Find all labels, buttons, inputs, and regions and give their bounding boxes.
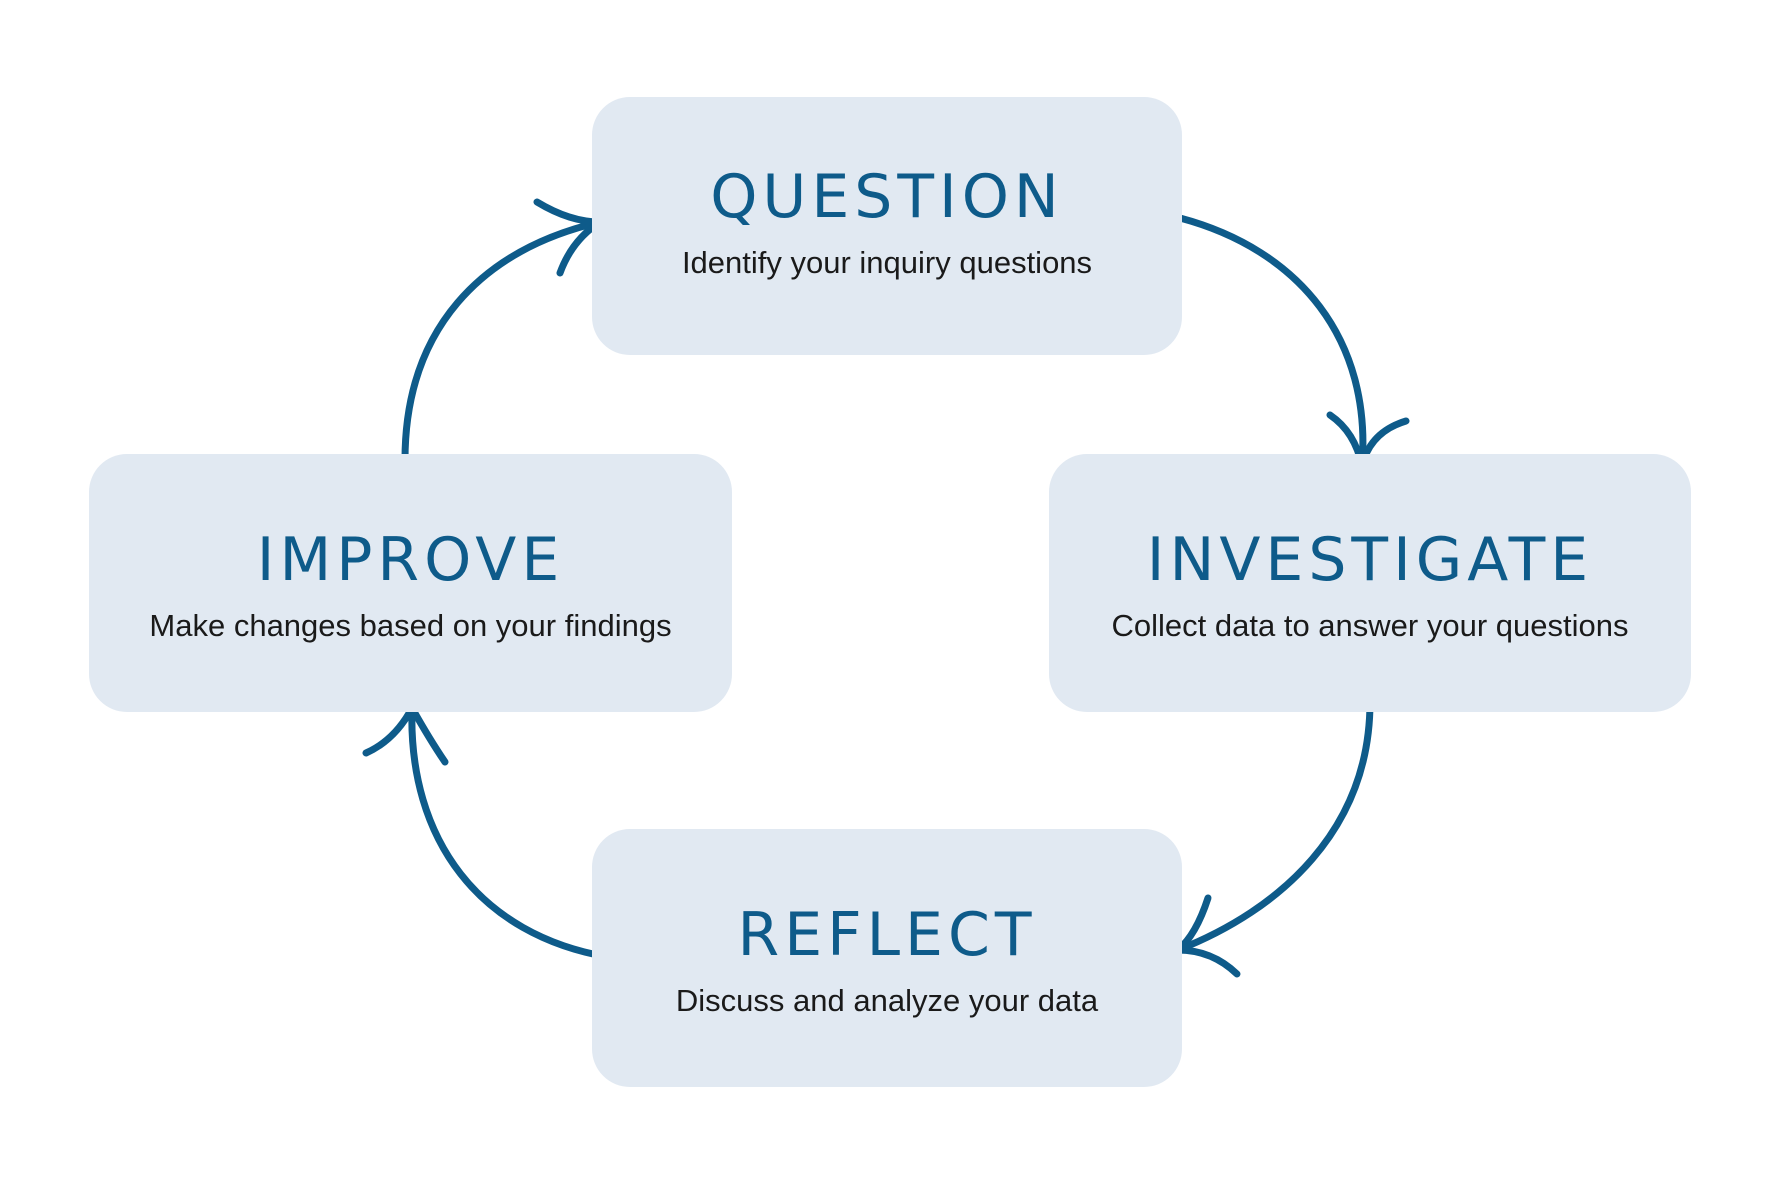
stage-description: Collect data to answer your questions (1111, 608, 1629, 643)
stage-investigate: INVESTIGATE Collect data to answer your … (1049, 454, 1691, 712)
arrow-shaft (1176, 214, 1367, 470)
stage-description: Make changes based on your findings (149, 608, 672, 643)
stage-description: Discuss and analyze your data (675, 983, 1099, 1018)
arrow-shaft (401, 218, 604, 464)
stage-question: QUESTION Identify your inquiry questions (592, 97, 1182, 355)
arrow-shaft (1174, 698, 1374, 954)
stage-title: REFLECT (737, 900, 1037, 970)
arrow-shaft (408, 704, 612, 961)
arrowhead-icon (362, 704, 449, 766)
stage-title: INVESTIGATE (1146, 525, 1594, 595)
stage-reflect: REFLECT Discuss and analyze your data (592, 829, 1182, 1087)
stage-title: QUESTION (710, 162, 1064, 232)
stage-improve: IMPROVE Make changes based on your findi… (89, 454, 732, 712)
stage-description: Identify your inquiry questions (681, 245, 1093, 280)
arrow-investigate-to-reflect (1174, 698, 1374, 978)
arrow-reflect-to-improve (362, 704, 612, 961)
stage-title: IMPROVE (256, 525, 565, 595)
arrow-improve-to-question (401, 198, 604, 464)
arrow-question-to-investigate (1176, 214, 1410, 470)
